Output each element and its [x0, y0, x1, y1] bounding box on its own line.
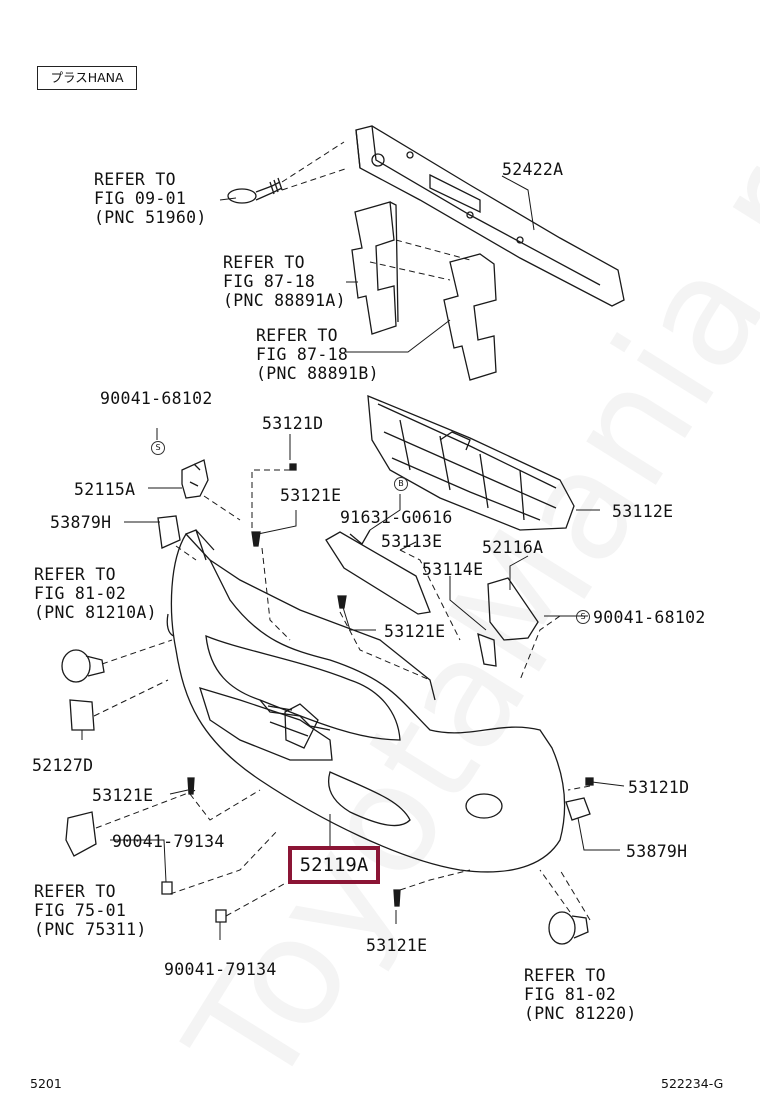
part-label-53879h-right[interactable]: 53879H	[626, 842, 688, 861]
grille-lower-part	[325, 529, 431, 615]
part-label-53121e-4[interactable]: 53121E	[366, 936, 428, 955]
side-clip-parts	[157, 515, 591, 923]
assembly-lines	[93, 141, 591, 921]
leader-lines	[81, 175, 625, 940]
fog-lamp-right-part	[548, 911, 589, 945]
lamp-cover-right-part	[65, 811, 97, 857]
part-label-52422a[interactable]: 52422A	[502, 160, 564, 179]
part-label-53121d-right[interactable]: 53121D	[628, 778, 690, 797]
part-label-53112e[interactable]: 53112E	[612, 502, 674, 521]
lamp-cover-left-part	[69, 699, 95, 731]
part-label-90041-68102-right[interactable]: 90041-68102	[593, 608, 706, 627]
refer-fig-09-01[interactable]: REFER TO FIG 09-01 (PNC 51960)	[94, 170, 207, 227]
tow-hook-part	[227, 177, 283, 204]
part-label-53113e[interactable]: 53113E	[381, 532, 443, 551]
absorber-right-part	[443, 253, 497, 381]
page-number: 5201	[30, 1076, 62, 1091]
part-label-90041-79134-b[interactable]: 90041-79134	[164, 960, 277, 979]
part-label-53879h-left[interactable]: 53879H	[50, 513, 112, 532]
refer-fig-75-01[interactable]: REFER TO FIG 75-01 (PNC 75311)	[34, 882, 147, 939]
part-label-53121e-1[interactable]: 53121E	[280, 486, 342, 505]
bumper-reinforcement-part	[355, 125, 625, 307]
part-label-52116a[interactable]: 52116A	[482, 538, 544, 557]
bumper-cover-part	[166, 529, 566, 873]
refer-fig-81-02-b[interactable]: REFER TO FIG 81-02 (PNC 81220)	[524, 966, 637, 1023]
part-label-53121e-2[interactable]: 53121E	[384, 622, 446, 641]
part-label-53114e[interactable]: 53114E	[422, 560, 484, 579]
bracket-right-part	[477, 577, 539, 667]
refer-fig-87-18-b[interactable]: REFER TO FIG 87-18 (PNC 88891B)	[256, 326, 379, 383]
refer-fig-87-18-a[interactable]: REFER TO FIG 87-18 (PNC 88891A)	[223, 253, 346, 310]
highlighted-part-52119a[interactable]: 52119A	[288, 846, 380, 884]
absorber-left-part	[351, 201, 399, 335]
fasteners	[187, 463, 594, 907]
fog-lamp-left-part	[61, 649, 105, 683]
refer-fig-81-02-a[interactable]: REFER TO FIG 81-02 (PNC 81210A)	[34, 565, 157, 622]
standard-part-symbol: S	[151, 441, 165, 455]
part-label-53121d-top[interactable]: 53121D	[262, 414, 324, 433]
part-label-90041-68102-left[interactable]: 90041-68102	[100, 389, 213, 408]
bracket-left-part	[181, 459, 209, 499]
part-label-53121e-3[interactable]: 53121E	[92, 786, 154, 805]
bolt-part-symbol: B	[394, 477, 408, 491]
part-label-52115a[interactable]: 52115A	[74, 480, 136, 499]
standard-part-symbol: S	[576, 610, 590, 624]
diagram-code: 522234-G	[661, 1076, 724, 1091]
grille-part	[367, 394, 575, 531]
model-tag: プラスHANA	[37, 66, 137, 90]
part-label-52127d[interactable]: 52127D	[32, 756, 94, 775]
part-label-90041-79134-a[interactable]: 90041-79134	[112, 832, 225, 851]
part-label-91631-g0616[interactable]: 91631-G0616	[340, 508, 453, 527]
